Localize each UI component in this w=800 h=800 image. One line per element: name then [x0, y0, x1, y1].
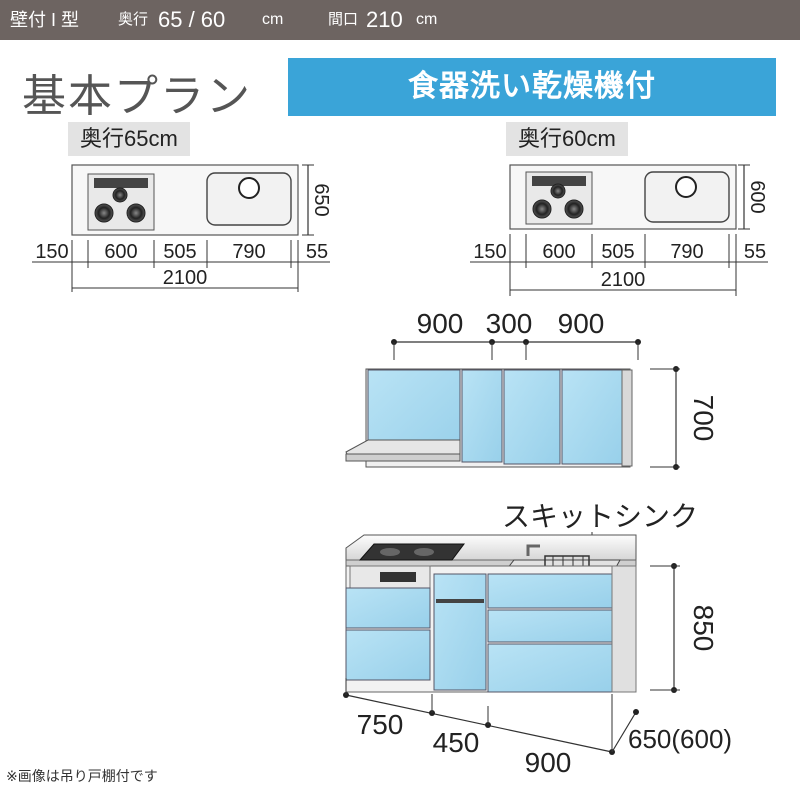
seg-60-0: 150: [473, 241, 506, 263]
wall-width-1: 300: [486, 308, 533, 339]
plan-view-65: 650 150 600 505 790 55 2100: [32, 164, 332, 292]
wall-width-2: 900: [558, 308, 605, 339]
plan-view-60: 600 150 600 505 790 55 2100: [470, 164, 768, 296]
seg-65-4: 55: [306, 241, 328, 263]
seg-60-4: 55: [744, 241, 766, 263]
base-drawer-left-top: [345, 587, 431, 629]
depth-caption: 奥行: [118, 11, 149, 28]
base-drawer-right-top: [487, 573, 613, 609]
feature-banner: 食器洗い乾燥機付: [288, 58, 776, 116]
base-height: 850: [688, 605, 719, 652]
gas-hob-icon: [358, 543, 465, 561]
wall-cabinet: 900 300 900 700: [345, 308, 719, 470]
wall-height: 700: [688, 395, 719, 442]
depth-60-dimension: 600: [746, 180, 768, 213]
header-bar: 壁付 I 型 奥行 65 / 60 cm 間口 210 cm: [0, 0, 800, 40]
wall-door-right-b: [561, 369, 623, 465]
base-width-1: 450: [433, 727, 480, 758]
base-drawer-right-bottom: [487, 643, 613, 693]
kitchen-type: 壁付 I 型: [10, 10, 80, 30]
wall-door-middle: [461, 369, 503, 463]
gas-hob-icon: [525, 171, 593, 225]
depth-value: 65 / 60: [158, 7, 226, 32]
depth-60-label: 奥行60cm: [506, 122, 628, 156]
sink-label: スキットシンク: [502, 501, 698, 532]
total-60: 2100: [601, 269, 646, 291]
seg-65-3: 790: [232, 241, 265, 263]
plan-title: 基本プラン: [22, 72, 252, 121]
faucet-icon: [526, 544, 540, 556]
base-cabinet: スキットシンク: [343, 501, 732, 778]
wall-width-0: 900: [417, 308, 464, 339]
base-width-2: 900: [525, 747, 572, 778]
range-hood-icon: [345, 439, 461, 462]
gas-hob-icon: [87, 173, 155, 231]
seg-65-0: 150: [35, 241, 68, 263]
seg-60-2: 505: [601, 241, 634, 263]
width-caption: 間口: [328, 11, 359, 28]
footnote: ※画像は吊り戸棚付です: [6, 768, 158, 784]
base-width-0: 750: [357, 709, 404, 740]
base-drawer-right-middle: [487, 609, 613, 643]
seg-60-3: 790: [670, 241, 703, 263]
sink-bowl-icon: [644, 171, 730, 223]
dishwasher-door: [433, 573, 487, 691]
base-drawer-left-bottom: [345, 629, 431, 681]
total-65: 2100: [163, 267, 208, 289]
base-depth: 650(600): [628, 724, 732, 754]
seg-65-1: 600: [104, 241, 137, 263]
sink-bowl-icon: [206, 172, 292, 226]
width-unit: cm: [416, 11, 438, 28]
depth-65-dimension: 650: [310, 183, 332, 216]
depth-65-label: 奥行65cm: [68, 122, 190, 156]
seg-65-2: 505: [163, 241, 196, 263]
depth-unit: cm: [262, 11, 284, 28]
seg-60-1: 600: [542, 241, 575, 263]
wall-door-right-a: [503, 369, 561, 465]
width-value: 210: [366, 7, 403, 32]
